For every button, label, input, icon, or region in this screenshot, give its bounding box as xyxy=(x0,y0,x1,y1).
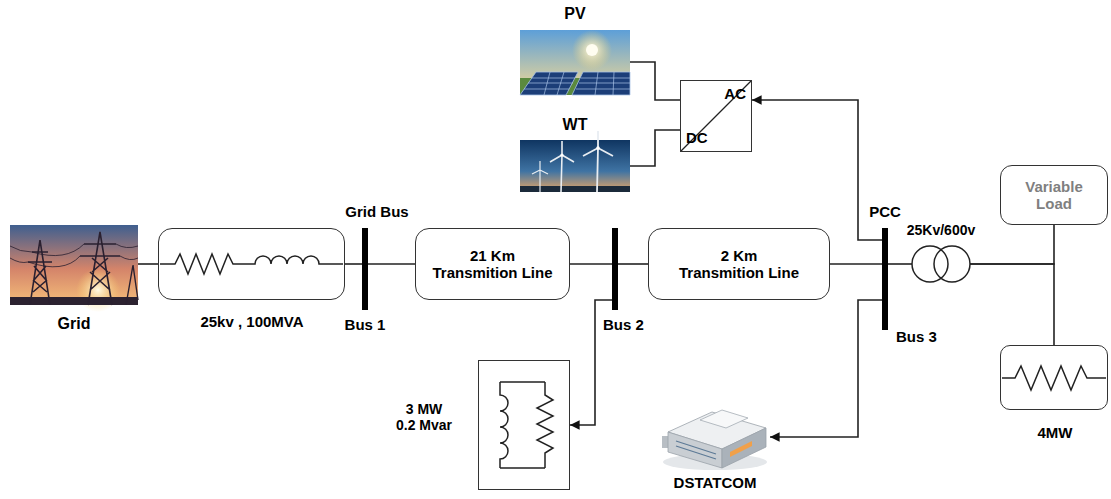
converter-box: AC DC xyxy=(680,80,752,152)
wind-turbine-photo xyxy=(550,141,574,192)
source-impedance-symbol xyxy=(160,254,343,274)
transformer-rating: 25Kv/600v xyxy=(907,222,976,238)
source-title: PV xyxy=(564,5,585,23)
wire-connector xyxy=(830,263,882,265)
pv-photo xyxy=(520,30,630,95)
wire-connector xyxy=(138,263,158,265)
device-label: DSTATCOM xyxy=(674,474,757,491)
line-label: 21 Km Transmition Line xyxy=(431,247,555,282)
wire-connector xyxy=(570,263,612,265)
grid-label: Grid xyxy=(58,315,91,333)
converter-diagonal xyxy=(681,81,751,151)
rl-load-symbol xyxy=(500,382,553,468)
dstatcom-building xyxy=(700,410,748,428)
wind-turbine-photo xyxy=(560,153,563,156)
wire-connector xyxy=(970,264,1054,345)
dstatcom-building xyxy=(676,441,716,459)
pv-photo xyxy=(524,72,630,95)
load-rating: 3 MW 0.2 Mvar xyxy=(395,401,453,433)
grid-photo xyxy=(80,232,120,305)
pv-photo xyxy=(586,44,598,56)
converter-diagonal xyxy=(681,81,751,151)
wind-turbine-photo xyxy=(596,146,600,150)
dstatcom-building xyxy=(662,436,668,448)
wire-connector xyxy=(345,263,362,265)
transmission-line-box: 21 Km Transmition Line xyxy=(415,228,570,300)
transformer-symbol xyxy=(912,246,970,282)
resistive-load-box: 4MW xyxy=(1000,345,1108,410)
dstatcom-building xyxy=(668,432,722,468)
bus-bar: Grid BusBus 1 xyxy=(362,228,368,310)
dstatcom-building xyxy=(662,410,767,470)
source-title: WT xyxy=(563,116,588,134)
wire-connector xyxy=(630,130,680,166)
grid-photo xyxy=(126,265,138,305)
rl-load-symbol xyxy=(537,382,553,468)
transformer: 25Kv/600v xyxy=(912,244,970,284)
wind-turbine-photo xyxy=(520,131,630,192)
pv-photo xyxy=(520,30,630,95)
source-impedance-symbol xyxy=(160,254,343,274)
wind-turbine-photo xyxy=(583,131,613,192)
rl-load-box: 3 MW 0.2 Mvar xyxy=(478,360,570,490)
wire-connector xyxy=(888,263,912,265)
rl-load-symbol xyxy=(500,382,508,468)
source-rating: 25kv , 100MVA xyxy=(200,313,303,330)
bus-name: Grid Bus xyxy=(345,203,408,220)
grid-photo xyxy=(10,225,138,312)
dstatcom-photo: DSTATCOM xyxy=(660,400,770,470)
grid-photo xyxy=(10,297,138,305)
pv-photo xyxy=(572,72,630,95)
wind-turbine-photo: WT xyxy=(520,140,630,192)
load-label: Variable Load xyxy=(1014,178,1094,213)
wire-connector xyxy=(368,263,415,265)
bus-name: Bus 3 xyxy=(896,328,937,345)
wind-turbine-photo xyxy=(520,140,630,192)
dstatcom-building xyxy=(722,428,766,468)
wire-connector xyxy=(970,225,1054,264)
wind-turbine-photo xyxy=(520,186,630,192)
wind-turbine-photo xyxy=(532,161,548,192)
grid-source-photo: Grid xyxy=(10,225,138,305)
bus-name: Bus 2 xyxy=(603,316,644,333)
connector-group xyxy=(138,62,1054,437)
grid-photo xyxy=(76,268,120,312)
resistor-symbol xyxy=(1002,366,1106,390)
transmission-line-box: 2 Km Transmition Line xyxy=(648,228,830,300)
bus-name: PCC xyxy=(869,203,901,220)
wire-connector xyxy=(752,100,882,240)
transformer-symbol xyxy=(912,246,948,282)
variable-load-box: Variable Load xyxy=(1000,165,1108,225)
bus-bar: PCCBus 3 xyxy=(882,228,888,330)
transformer-symbol xyxy=(934,246,970,282)
wire-connector xyxy=(618,263,648,265)
grid-photo xyxy=(10,244,138,267)
pv-photo xyxy=(572,30,612,70)
load-rating: 4MW xyxy=(1038,424,1073,441)
converter-side: DC xyxy=(686,129,708,146)
wire-connector xyxy=(630,62,680,100)
resistor-symbol xyxy=(1002,366,1106,390)
dstatcom-building xyxy=(730,441,752,457)
bus-name: Bus 1 xyxy=(345,316,386,333)
converter-side: AC xyxy=(724,85,746,102)
source-impedance-box: 25kv , 100MVA xyxy=(158,228,345,300)
pv-photo: PV xyxy=(520,30,630,95)
grid-photo xyxy=(28,240,52,305)
bus-bar: Bus 2 xyxy=(612,228,618,310)
wire-connector xyxy=(770,300,882,437)
line-label: 2 Km Transmition Line xyxy=(677,247,801,282)
